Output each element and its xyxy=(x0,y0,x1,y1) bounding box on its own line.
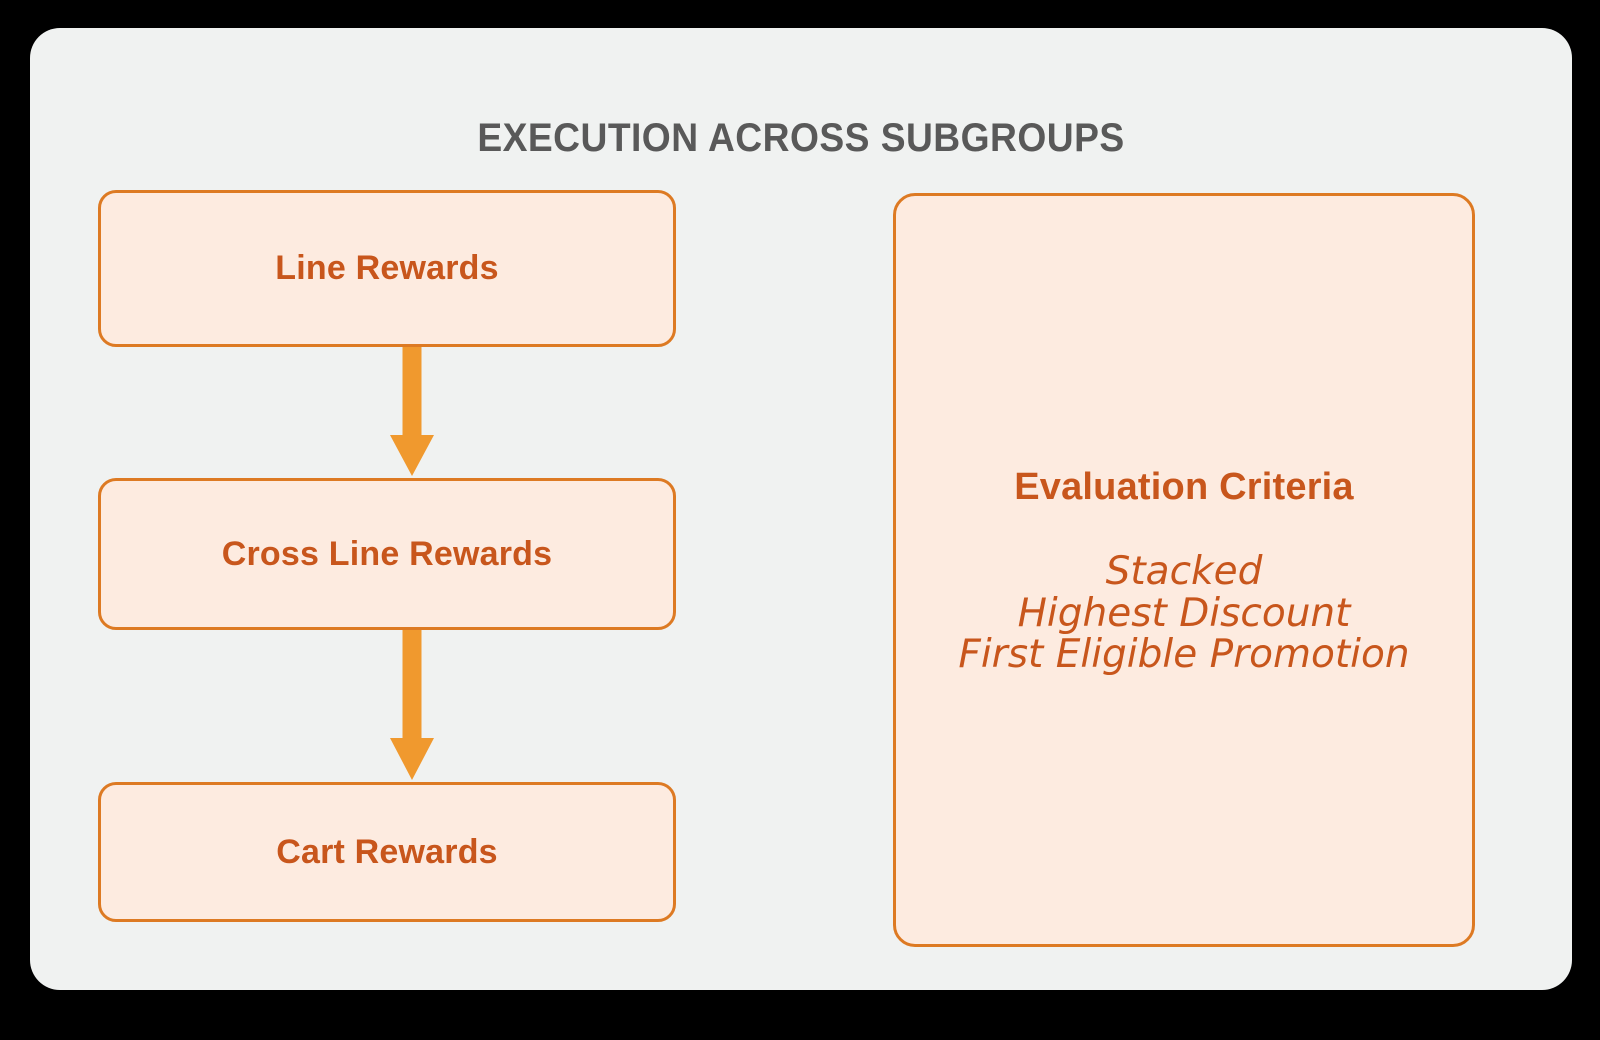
criteria-item: Stacked xyxy=(1105,549,1263,594)
evaluation-criteria-content: Evaluation Criteria Stacked Highest Disc… xyxy=(896,466,1472,676)
criteria-item: First Eligible Promotion xyxy=(958,632,1410,678)
flow-step-cart-rewards[interactable]: Cart Rewards xyxy=(98,782,676,922)
evaluation-criteria-heading: Evaluation Criteria xyxy=(1014,466,1354,508)
flow-step-line-rewards[interactable]: Line Rewards xyxy=(98,190,676,347)
down-arrow-icon xyxy=(389,347,435,478)
flow-step-label: Line Rewards xyxy=(275,249,499,287)
diagram-card: EXECUTION ACROSS SUBGROUPS Line Rewards … xyxy=(30,28,1572,990)
page-title: EXECUTION ACROSS SUBGROUPS xyxy=(477,116,1125,160)
criteria-item: Highest Discount xyxy=(1017,590,1351,636)
execution-flow: Line Rewards Cross Line Rewards Cart Rew… xyxy=(98,190,682,922)
evaluation-criteria-list: Stacked Highest Discount First Eligible … xyxy=(896,551,1472,676)
flow-step-label: Cart Rewards xyxy=(276,832,498,871)
down-arrow-icon xyxy=(389,630,435,782)
flow-step-label: Cross Line Rewards xyxy=(221,534,553,573)
evaluation-criteria-panel[interactable]: Evaluation Criteria Stacked Highest Disc… xyxy=(893,193,1475,947)
flow-step-cross-line-rewards[interactable]: Cross Line Rewards xyxy=(98,478,676,630)
